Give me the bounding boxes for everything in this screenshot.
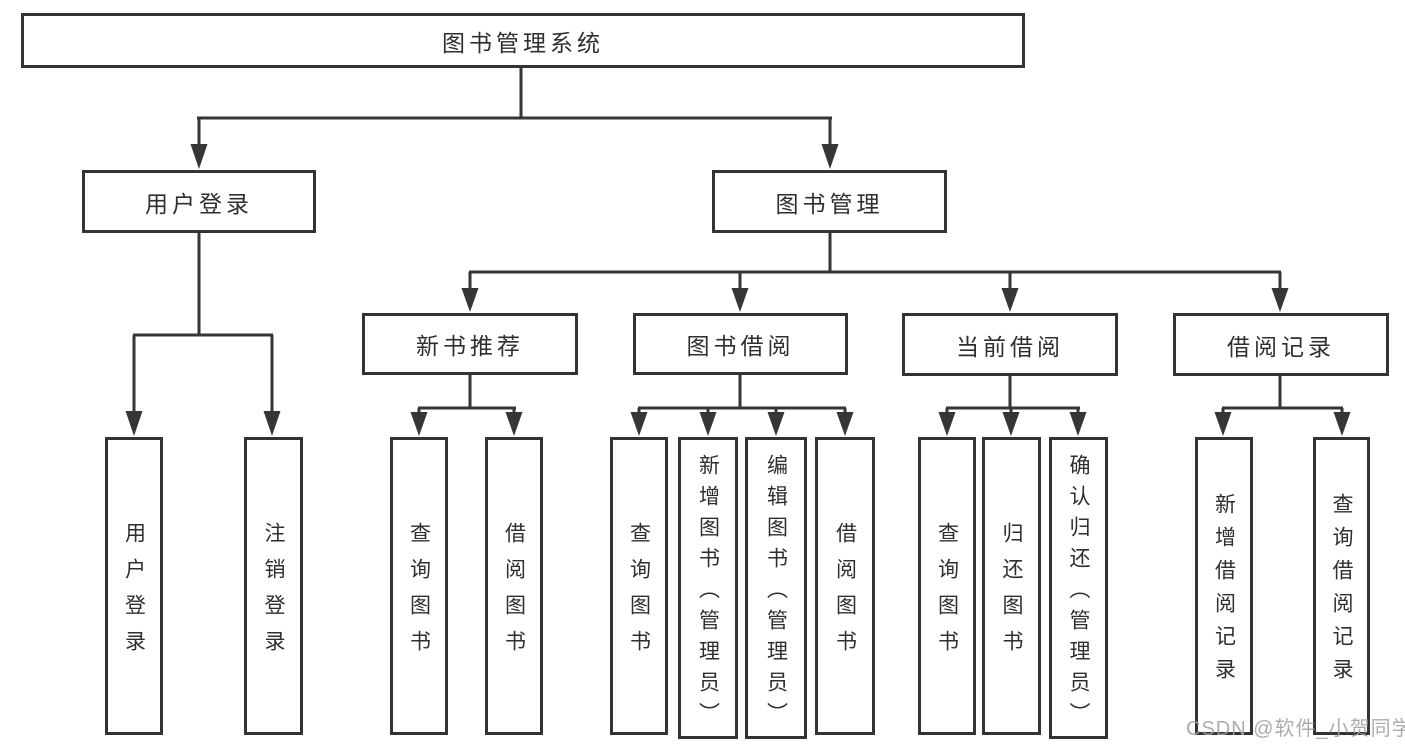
node-current-borrowing: 当前借阅 [902,313,1118,376]
leaf-newbook-borrow-books: 借阅图书 [485,437,543,735]
node-user-login: 用户登录 [82,170,316,233]
leaf-records-add-borrow-record-label: 新增借阅记录 [1212,493,1236,691]
leaf-current-query-books: 查询图书 [918,437,976,735]
leaf-logout-login: 注销登录 [244,437,303,735]
node-library-management-system: 图书管理系统 [21,13,1025,68]
leaf-borrowing-borrow-books: 借阅图书 [815,437,875,735]
node-book-borrowing: 图书借阅 [633,313,848,375]
leaf-borrowing-edit-books-admin: 编辑图书（管理员） [745,437,807,739]
leaf-newbook-borrow-books-label: 借阅图书 [502,521,526,666]
leaf-records-query-borrow-record: 查询借阅记录 [1313,437,1370,735]
leaf-user-login-label: 用户登录 [122,521,146,666]
leaf-newbook-query-books: 查询图书 [390,437,448,735]
node-new-book-recommendation: 新书推荐 [362,313,578,375]
watermark: CSDN @软件_小贺同学 [1186,718,1405,740]
node-borrowing-records: 借阅记录 [1173,313,1389,376]
leaf-borrowing-add-books-admin: 新增图书（管理员） [678,437,738,739]
leaf-current-confirm-return-admin: 确认归还（管理员） [1049,437,1108,739]
leaf-current-return-books-label: 归还图书 [1000,521,1023,666]
leaf-borrowing-query-books: 查询图书 [610,437,668,735]
node-book-management: 图书管理 [712,170,947,233]
leaf-records-query-borrow-record-label: 查询借阅记录 [1330,493,1353,691]
leaf-borrowing-add-books-admin-label: 新增图书（管理员） [696,453,720,733]
leaf-logout-login-label: 注销登录 [262,521,285,666]
leaf-current-query-books-label: 查询图书 [935,521,959,666]
leaf-borrowing-borrow-books-label: 借阅图书 [833,521,857,666]
leaf-newbook-query-books-label: 查询图书 [407,521,431,666]
leaf-borrowing-query-books-label: 查询图书 [627,521,651,666]
leaf-current-return-books: 归还图书 [982,437,1041,735]
leaf-current-confirm-return-admin-label: 确认归还（管理员） [1067,453,1090,733]
leaf-user-login: 用户登录 [105,437,163,735]
leaf-borrowing-edit-books-admin-label: 编辑图书（管理员） [764,453,788,733]
leaf-records-add-borrow-record: 新增借阅记录 [1195,437,1253,735]
